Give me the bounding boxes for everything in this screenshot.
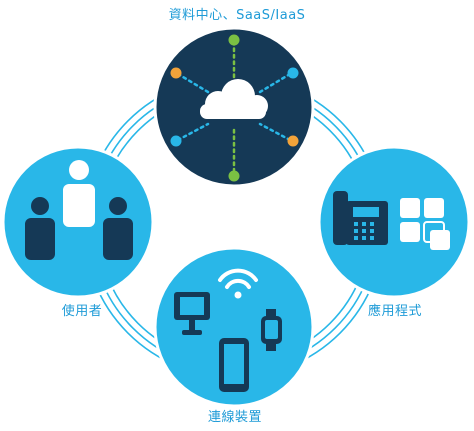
- applications-label: 應用程式: [367, 304, 422, 319]
- spoke-lines: [176, 40, 292, 174]
- desktop-monitor-icon: [174, 292, 210, 335]
- orange-node-dot: [287, 135, 299, 147]
- datacenter-label: 資料中心、SaaS/IaaS: [168, 8, 306, 23]
- users-label: 使用者: [61, 304, 103, 319]
- app-tiles-icon: [400, 198, 450, 250]
- applications-node: [317, 145, 471, 299]
- green-node-dot: [228, 170, 240, 182]
- datacenter-node: [153, 26, 315, 188]
- wifi-dot: [234, 291, 242, 299]
- blue-node-dot: [287, 67, 299, 79]
- cloud-icon: [200, 79, 268, 119]
- users-icon: [25, 160, 133, 260]
- ip-phone-icon: [333, 191, 388, 245]
- smartphone-icon: [219, 338, 249, 392]
- blue-node-dot: [170, 135, 182, 147]
- orange-node-dot: [170, 67, 182, 79]
- wifi-icon: [218, 268, 258, 289]
- green-node-dot: [228, 34, 240, 46]
- users-node: [1, 145, 155, 299]
- devices-label: 連線裝置: [207, 410, 262, 425]
- smartwatch-icon: [261, 309, 282, 351]
- devices-node: [153, 246, 315, 408]
